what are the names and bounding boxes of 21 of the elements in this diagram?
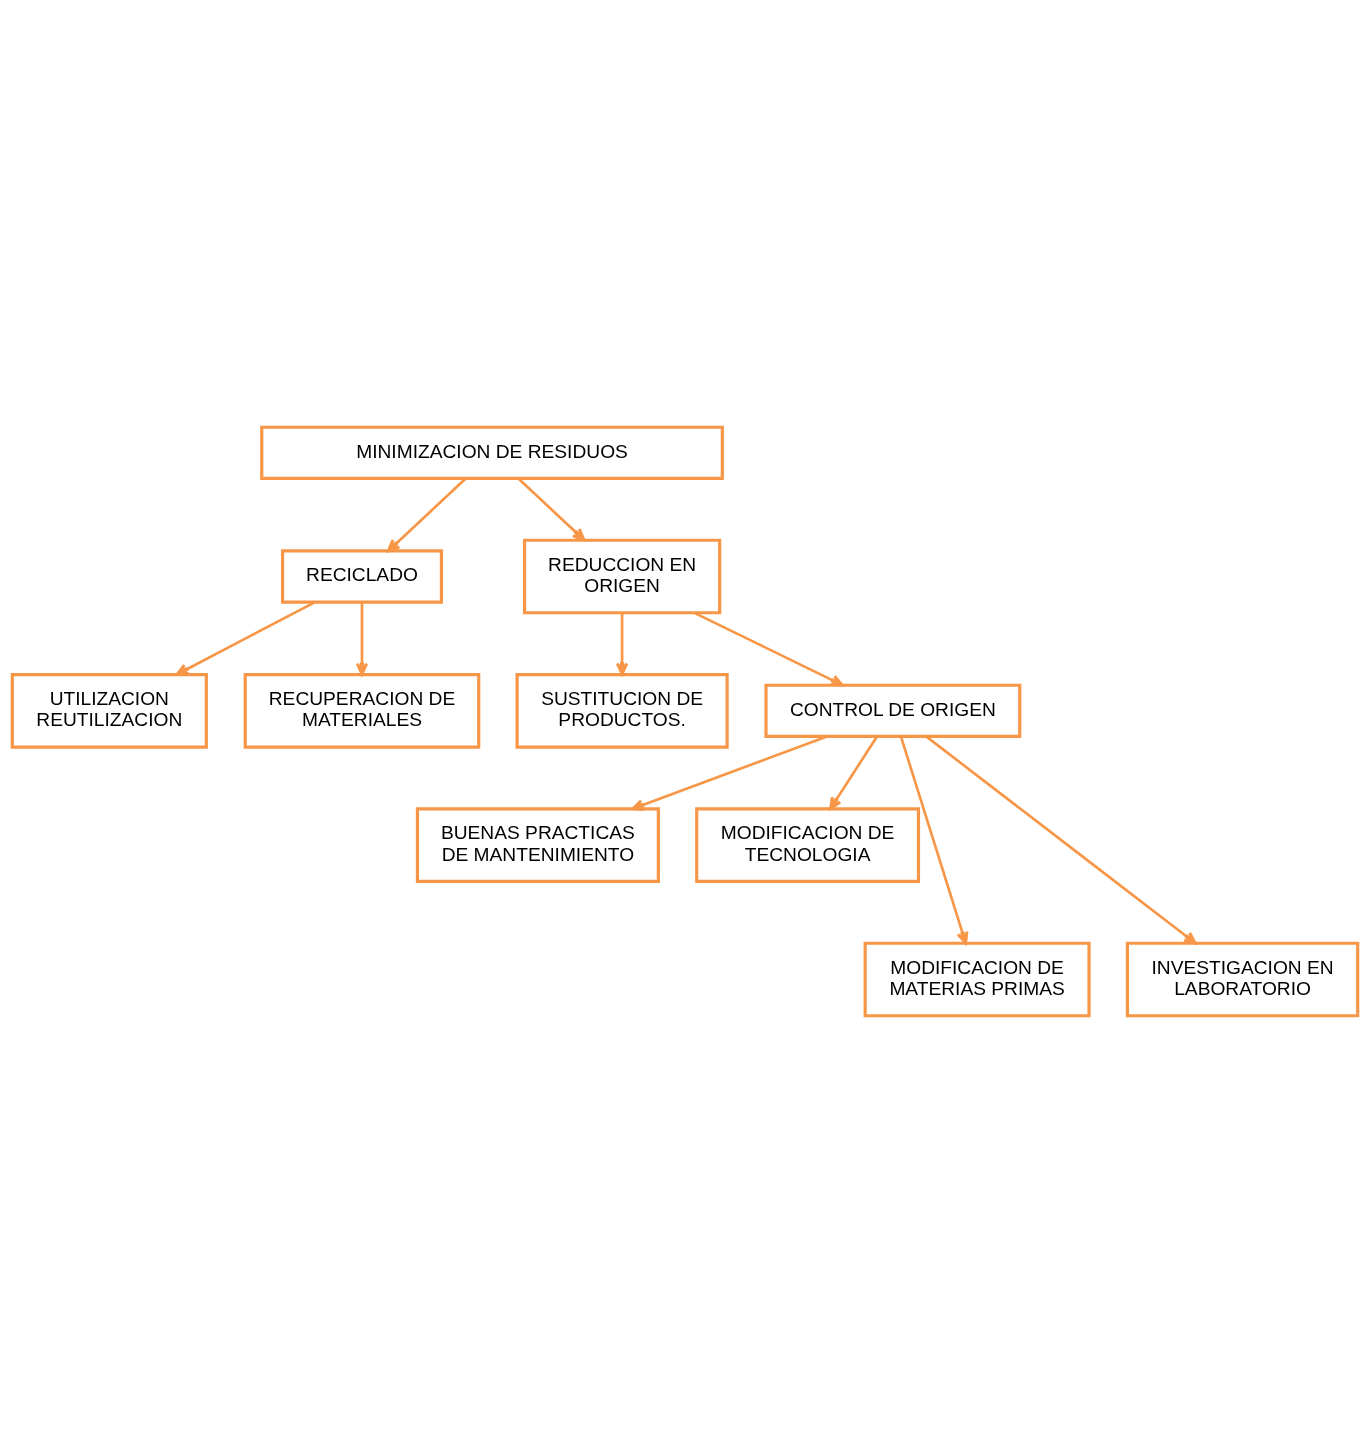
arrow [355, 602, 369, 676]
arrow [386, 477, 467, 553]
node-box: INVESTIGACION EN LABORATORIO [1125, 941, 1360, 1018]
arrow [829, 735, 879, 811]
node-box: MINIMIZACION DE RESIDUOS [260, 425, 724, 481]
arrow [693, 611, 844, 687]
arrow [517, 477, 586, 542]
arrow [899, 736, 969, 945]
arrow [615, 613, 629, 676]
arrow [925, 735, 1197, 945]
node-box: MODIFICACION DE TECNOLOGIA [695, 807, 921, 883]
node-box: UTILIZACION REUTILIZACION [10, 673, 208, 749]
node-box: REDUCCION EN ORIGEN [522, 538, 722, 615]
node-box: RECICLADO [280, 549, 443, 604]
arrow [175, 600, 316, 676]
node-box: MODIFICACION DE MATERIAS PRIMAS [863, 941, 1091, 1018]
node-box: RECUPERACION DE MATERIALES [243, 673, 481, 749]
node-box: SUSTITUCION DE PRODUCTOS. [515, 673, 729, 749]
node-box: BUENAS PRACTICAS DE MANTENIMIENTO [415, 807, 660, 883]
node-box: CONTROL DE ORIGEN [764, 683, 1022, 739]
arrow [631, 735, 828, 811]
